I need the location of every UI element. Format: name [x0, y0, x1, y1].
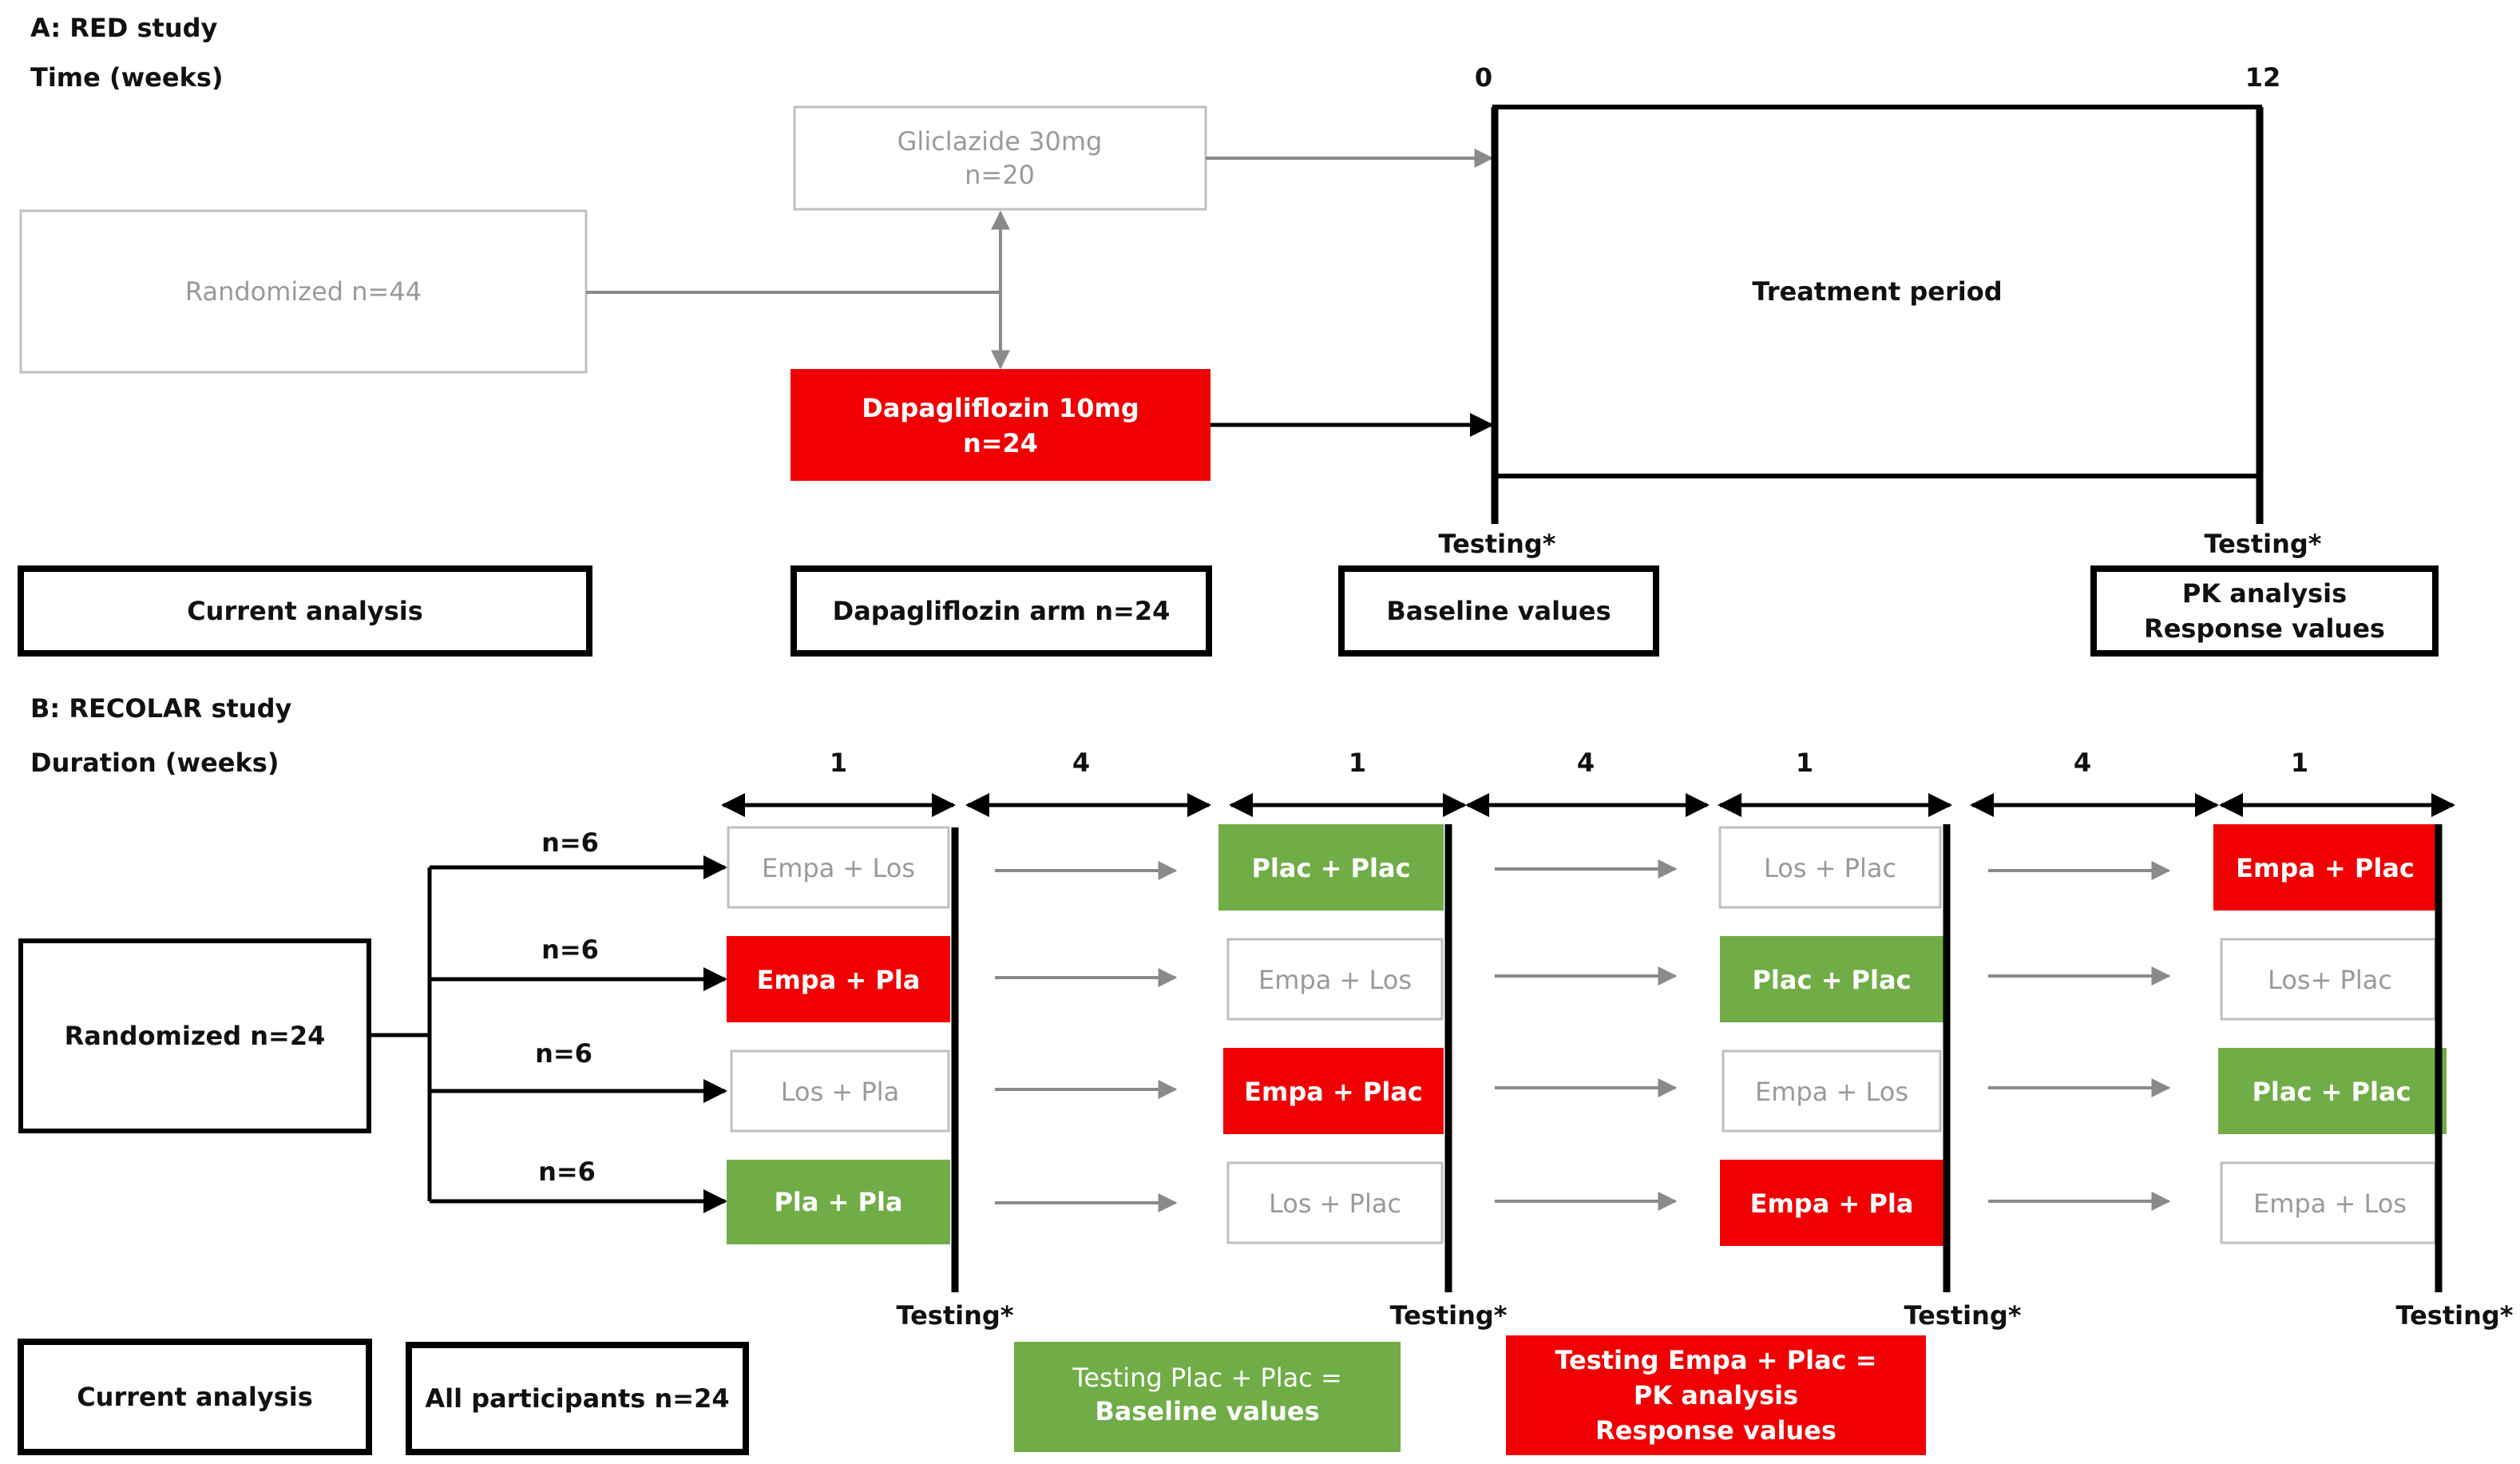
- group-n-3: n=6: [535, 1038, 592, 1069]
- duration-label-1: 1: [830, 748, 847, 778]
- dapagliflozin-label-2: n=24: [963, 428, 1038, 458]
- legend-baseline-line1: Testing Plac + Plac =: [1072, 1363, 1342, 1393]
- period1-group3-label: Los + Pla: [781, 1077, 899, 1107]
- randomized-24-box: [18, 938, 371, 1133]
- baseline-values-box-a: [1338, 565, 1659, 657]
- period1-group2-label: Empa + Pla: [757, 965, 921, 995]
- group-n-1: n=6: [541, 827, 599, 858]
- legend-baseline-label-2: Baseline values: [1095, 1396, 1319, 1426]
- treatment-period-label: Treatment period: [1752, 276, 2002, 307]
- testing-label-2: Testing*: [1389, 1300, 1507, 1331]
- duration-label-7: 1: [2291, 748, 2308, 778]
- period4-group3-box: [2218, 1048, 2447, 1134]
- period2-group1-label: Plac + Plac: [1251, 853, 1410, 883]
- dapagliflozin-arm-label: Dapagliflozin arm n=24: [833, 596, 1171, 626]
- period1-group2-box: [727, 936, 950, 1022]
- testing-label-4: Testing*: [2395, 1300, 2513, 1331]
- gliclazide-label-2: n=20: [965, 160, 1035, 190]
- period4-group2-box: [2220, 938, 2437, 1021]
- panel-b-duration-label: Duration (weeks): [30, 748, 279, 778]
- panel-b-title: B: RECOLAR study: [30, 693, 291, 724]
- panel-a-title: A: RED study: [30, 13, 218, 43]
- period4-group3-label: Plac + Plac: [2252, 1077, 2411, 1107]
- week-12-label: 12: [2245, 62, 2281, 93]
- current-analysis-label-b: Current analysis: [77, 1382, 313, 1412]
- period2-group2-label: Empa + Los: [1258, 965, 1412, 995]
- legend-baseline-box: [1014, 1342, 1401, 1452]
- period4-group1-label: Empa + Plac: [2236, 853, 2415, 883]
- dapagliflozin-arm-box: [790, 565, 1212, 657]
- period3-group1-box: [1718, 826, 1942, 909]
- week-0-label: 0: [1475, 62, 1492, 93]
- period1-group1-label: Empa + Los: [762, 853, 915, 883]
- period1-group4-box: [727, 1160, 950, 1244]
- duration-label-4: 4: [1577, 748, 1595, 778]
- randomized-24-label: Randomized n=24: [65, 1021, 326, 1051]
- all-participants-box: [406, 1342, 749, 1455]
- testing-label-3: Testing*: [1904, 1300, 2021, 1331]
- dapagliflozin-box: [790, 369, 1210, 481]
- period1-group3-box: [730, 1049, 950, 1133]
- current-analysis-label-a: Current analysis: [187, 596, 423, 626]
- washout-arrows: [995, 859, 2171, 1212]
- testing-week-0: Testing*: [1438, 529, 1555, 559]
- legend-pk-label-3: Response values: [1595, 1415, 1837, 1446]
- period3-group4-box: [1720, 1160, 1943, 1246]
- duration-label-5: 1: [1796, 748, 1813, 778]
- period1-group1-box: [727, 826, 950, 909]
- panel-b: B: RECOLAR study Duration (weeks) 1 4 1 …: [18, 693, 2514, 1455]
- current-analysis-box-a: [18, 565, 592, 657]
- period3-group3-box: [1722, 1049, 1942, 1133]
- dapagliflozin-label-1: Dapagliflozin 10mg: [862, 393, 1139, 423]
- period2-group3-label: Empa + Plac: [1244, 1077, 1423, 1107]
- period2-group4-label: Los + Plac: [1269, 1188, 1401, 1219]
- testing-label-1: Testing*: [896, 1300, 1013, 1331]
- legend-baseline-label-1: Testing Plac + Plac =: [1072, 1363, 1342, 1393]
- duration-scale: 1 4 1 4 1 4 1: [721, 748, 2455, 817]
- group-n-2: n=6: [541, 934, 599, 965]
- period3-group3-label: Empa + Los: [1755, 1077, 1908, 1107]
- period3-group4-label: Empa + Pla: [1750, 1188, 1914, 1219]
- testing-week-12: Testing*: [2204, 529, 2321, 559]
- period2-group3-box: [1223, 1048, 1444, 1134]
- period2-group1-box: [1218, 824, 1444, 911]
- pk-analysis-box-a: [2090, 565, 2439, 657]
- period2-group2-box: [1226, 938, 1444, 1021]
- period1-group4-label: Pla + Pla: [774, 1187, 902, 1217]
- period4-group4-box: [2220, 1161, 2437, 1244]
- duration-label-6: 4: [2074, 748, 2091, 778]
- legend-pk-label-1: Testing Empa + Plac =: [1555, 1345, 1876, 1375]
- gliclazide-label-1: Gliclazide 30mg: [897, 126, 1103, 157]
- period3-group2-box: [1720, 936, 1943, 1022]
- legend-pk-box: [1506, 1335, 1926, 1455]
- period2-group4-box: [1226, 1161, 1444, 1244]
- gliclazide-box: [793, 105, 1207, 211]
- randomized-44-box: [19, 209, 588, 374]
- randomized-44-label: Randomized n=44: [185, 276, 422, 307]
- duration-label-3: 1: [1349, 748, 1366, 778]
- period3-group1-label: Los + Plac: [1764, 853, 1896, 883]
- group-n-4: n=6: [538, 1157, 596, 1187]
- period4-group1-box: [2213, 824, 2437, 911]
- all-participants-label: All participants n=24: [425, 1383, 729, 1414]
- period4-group2-label: Los+ Plac: [2268, 965, 2392, 995]
- duration-label-2: 4: [1072, 748, 1090, 778]
- pk-analysis-label-a-1: PK analysis: [2182, 578, 2347, 609]
- baseline-values-label-a: Baseline values: [1386, 596, 1611, 626]
- panel-a-time-label: Time (weeks): [30, 62, 224, 93]
- period4-group4-label: Empa + Los: [2253, 1188, 2407, 1219]
- pk-analysis-label-a-2: Response values: [2144, 613, 2385, 644]
- current-analysis-box-b: [18, 1339, 372, 1455]
- panel-a: A: RED study Time (weeks) 0 12 Randomize…: [18, 13, 2439, 657]
- legend-pk-label-2: PK analysis: [1634, 1380, 1798, 1410]
- period3-group2-label: Plac + Plac: [1752, 965, 1911, 995]
